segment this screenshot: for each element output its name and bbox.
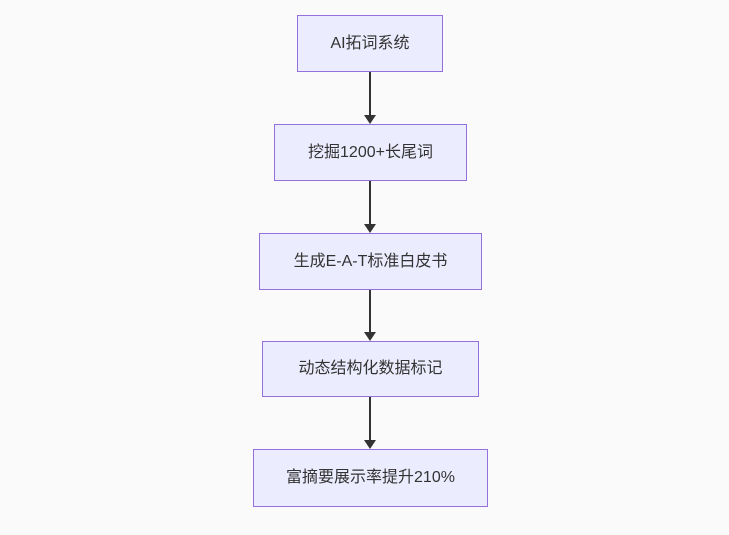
edge-line — [369, 72, 371, 117]
flow-node-5-label: 富摘要展示率提升210% — [286, 469, 455, 486]
flow-edge-1 — [364, 72, 376, 124]
flow-node-3-label: 生成E-A-T标准白皮书 — [293, 252, 448, 270]
arrowhead-down-icon — [364, 224, 376, 233]
flow-node-2: 挖掘1200+长尾词 — [274, 124, 467, 181]
edge-line — [369, 181, 371, 226]
flow-edge-4 — [364, 397, 376, 449]
flow-node-1: AI拓词系统 — [297, 15, 443, 72]
flow-node-5: 富摘要展示率提升210% — [253, 449, 488, 507]
flow-edge-3 — [364, 290, 376, 341]
flow-node-1-label: AI拓词系统 — [330, 34, 410, 52]
flow-edge-2 — [364, 181, 376, 233]
arrowhead-down-icon — [364, 440, 376, 449]
arrowhead-down-icon — [364, 115, 376, 124]
flow-node-4: 动态结构化数据标记 — [262, 341, 479, 397]
arrowhead-down-icon — [364, 332, 376, 341]
flow-node-3: 生成E-A-T标准白皮书 — [259, 233, 482, 290]
edge-line — [369, 290, 371, 334]
flow-node-4-label: 动态结构化数据标记 — [298, 360, 443, 377]
flow-node-2-label: 挖掘1200+长尾词 — [308, 143, 433, 161]
edge-line — [369, 397, 371, 442]
